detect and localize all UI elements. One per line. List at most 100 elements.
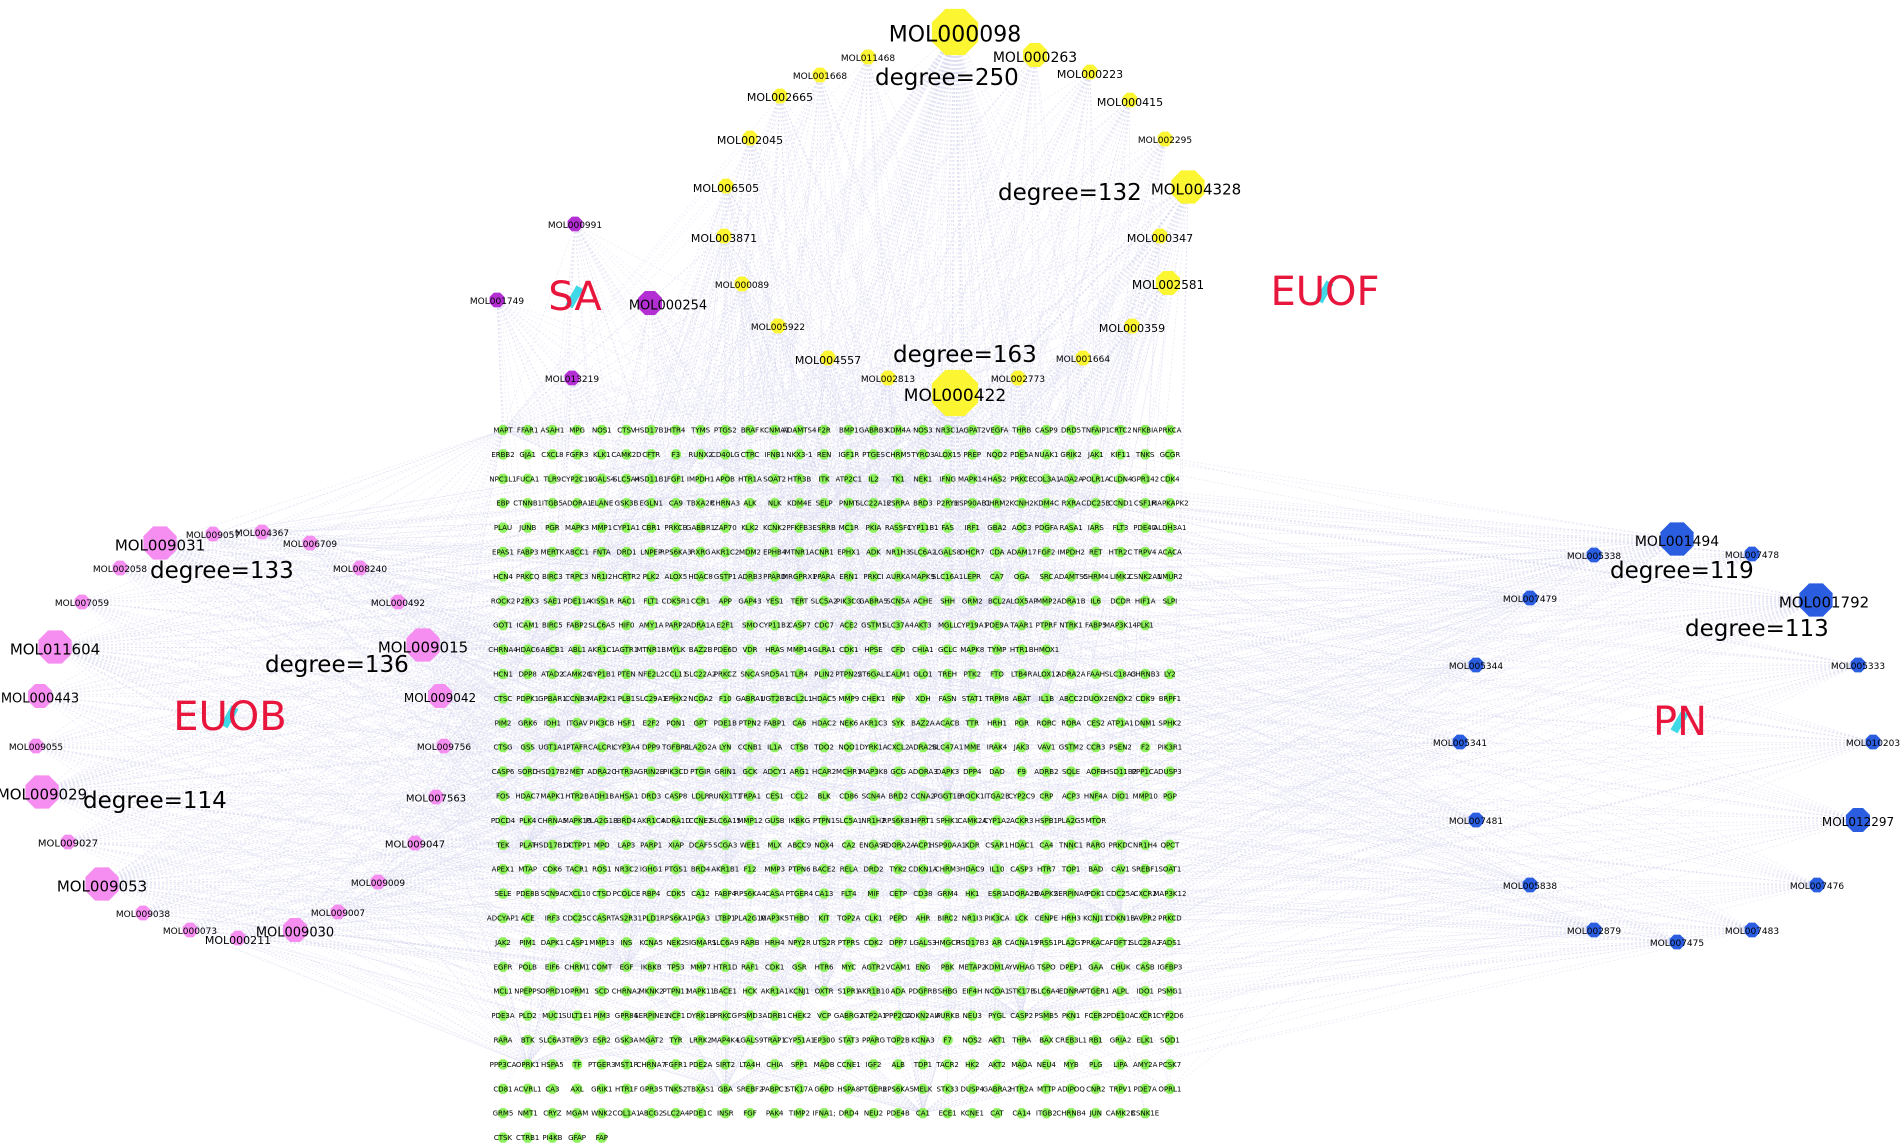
target-node-label: ATAD2 (541, 671, 564, 679)
target-node-label: PDE1C (689, 1110, 712, 1118)
edge-line (527, 392, 956, 650)
ingredient-node-label: MOL000089 (715, 281, 769, 291)
group-label-text: SA (548, 274, 602, 320)
target-node: NCOA2 (688, 693, 713, 704)
target-node-label: TDP1 (913, 1061, 932, 1069)
target-node-label: VCP (817, 1012, 831, 1020)
target-node: ACE2 (840, 620, 858, 631)
target-node-label: AVPR2 (1134, 915, 1157, 923)
target-node: IGF1R (838, 449, 859, 460)
target-node-label: BCL2 (988, 597, 1006, 605)
target-node: NR1I2 (591, 571, 612, 582)
edge-line (502, 185, 727, 431)
edge-line (527, 56, 869, 650)
target-node-label: RAC1 (617, 597, 636, 605)
edge-line (1120, 325, 1133, 919)
target-node-label: CDK5R1 (662, 597, 691, 605)
target-node: BIRC5 (542, 620, 563, 631)
target-node: ADRA1B (1057, 595, 1086, 606)
target-node: NEK6 (839, 717, 859, 728)
target-node: MAP3K5 (760, 912, 789, 924)
target-node: CYP1A1 (613, 522, 640, 533)
target-node: PRKCZ (714, 668, 737, 680)
target-node-label: SLC6A15 (710, 817, 741, 825)
target-node: FGF1 (667, 473, 685, 484)
edge-line (725, 31, 956, 1089)
target-node: DAO (989, 766, 1005, 777)
target-node: LYN (719, 742, 732, 753)
target-node-label: MGAT2 (639, 1037, 663, 1045)
target-node-label: CDK9 (1136, 695, 1155, 703)
target-node: CASP9 (1035, 424, 1058, 436)
target-node: FDFT1 (1109, 937, 1132, 948)
edge-line (1046, 698, 1859, 821)
target-node: CYP11B1 (907, 522, 939, 533)
target-node-label: RORA (1061, 719, 1081, 727)
target-node: AKR1C3 (859, 717, 888, 728)
target-node-label: GCLC (938, 646, 957, 654)
target-node: ERBB2 (491, 449, 515, 460)
edge-line (601, 31, 956, 699)
edge-line (502, 56, 869, 431)
target-node: GPR142 (1131, 473, 1159, 484)
target-node: HSD17B3 (956, 937, 989, 948)
target-node-label: DYRK1A (860, 744, 888, 752)
edge-line (898, 138, 1166, 479)
target-node: VCP (817, 1010, 831, 1021)
target-node: ALOX5 (665, 571, 687, 582)
target-node-label: NCOA1 (985, 988, 1010, 996)
target-node: LTB4R (1011, 668, 1032, 680)
target-node: CETP (889, 888, 907, 899)
target-node: BAD (1088, 864, 1103, 875)
target-node: OPRD1 (540, 986, 565, 997)
target-node: CRP (1039, 790, 1053, 802)
target-node: SELE (494, 888, 512, 899)
target-node: ADRA2C (587, 766, 616, 777)
edge-line (1034, 54, 1097, 504)
target-node-label: BRD2 (888, 793, 908, 801)
target-node-label: MDM2 (739, 549, 761, 557)
target-node-label: CHRM4 (1083, 573, 1109, 581)
target-node: HRAS (765, 644, 785, 655)
edge-line (848, 138, 1166, 675)
target-node: CA1 (916, 1108, 930, 1119)
target-node: ROS1 (592, 864, 611, 875)
target-node: KDM4E (787, 498, 812, 509)
target-node: UGT2B7 (761, 693, 789, 704)
target-node: MTOR (1085, 815, 1106, 826)
edge-line (922, 357, 1084, 894)
target-node-label: HSD17B1 (635, 427, 668, 435)
target-node: HAS2 (988, 473, 1006, 484)
ingredient-node: MOL006709 (283, 535, 337, 551)
target-node: MAOA (1011, 1059, 1032, 1070)
edge-line (527, 325, 1133, 845)
ingredient-node-label: MOL002773 (991, 375, 1045, 385)
target-node-label: ADORA1 (562, 500, 592, 508)
edge-line (947, 664, 1477, 797)
target-node: KDM4A (886, 424, 911, 436)
target-node: NR1I3 (962, 912, 983, 924)
ingredient-node-label: MOL002665 (747, 91, 813, 104)
target-node-label: CASA (765, 890, 784, 898)
target-node-label: RXRG (691, 549, 711, 557)
edge-line (725, 283, 743, 870)
ingredient-node: MOL000347 (1127, 228, 1193, 245)
target-node-label: SELE (494, 890, 511, 898)
edge-line (552, 377, 889, 748)
edge-line (749, 95, 781, 772)
target-node-label: BTK (521, 1037, 535, 1045)
target-node: GRM5 (493, 1108, 513, 1119)
target-node: PFKFB3 (786, 522, 812, 533)
target-node-label: AGTR2 (862, 963, 885, 971)
target-node-label: BRD4 (691, 866, 711, 874)
target-node: HMOX1 (1034, 644, 1059, 655)
target-node-label: BAZ2B (689, 646, 713, 654)
target-node: TRPV1 (1108, 1083, 1132, 1094)
target-node: HSPA8 (837, 1083, 860, 1094)
edge-line (527, 137, 751, 845)
target-node-label: CASP8 (665, 793, 688, 801)
target-node: PLIN2 (814, 668, 834, 680)
target-node: FLT1 (643, 595, 659, 606)
target-node: FABP3 (517, 546, 539, 558)
target-node: KCNE1 (961, 1108, 984, 1119)
